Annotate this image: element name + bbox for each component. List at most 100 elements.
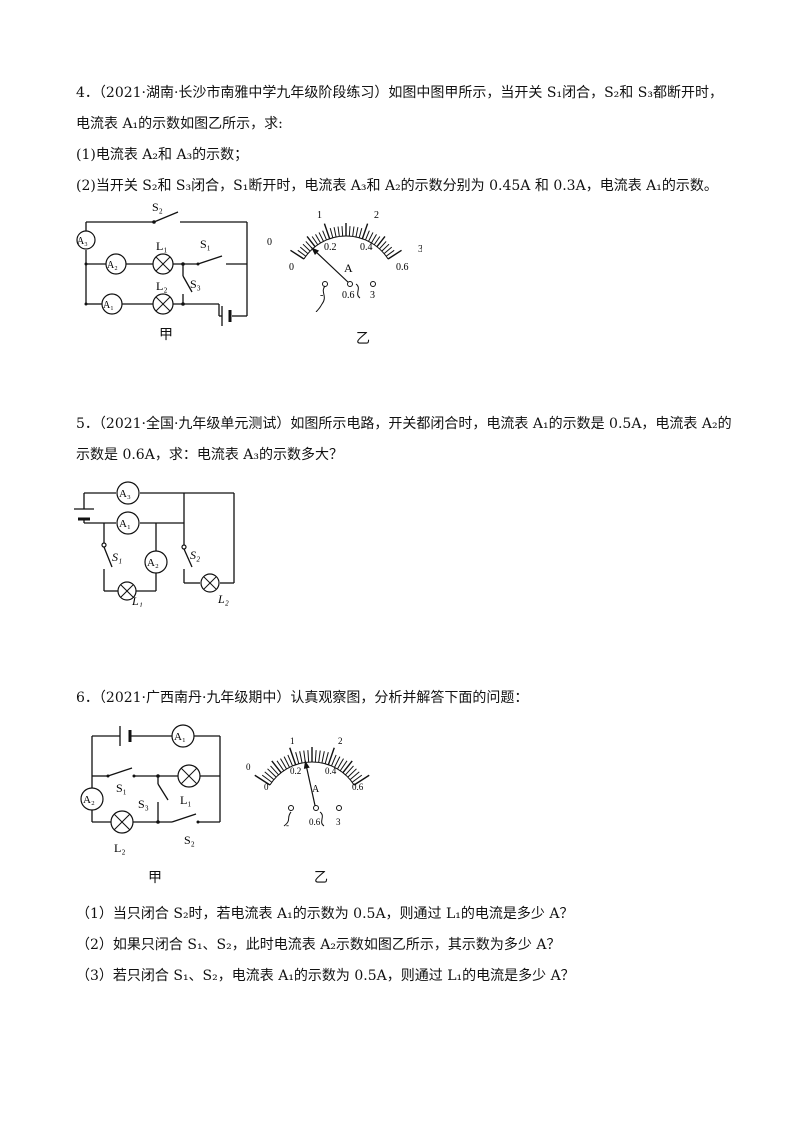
q6-upper-scale-2: 2 [338,736,343,746]
q4-line-4: (2)当开关 S₂和 S₃闭合，S₁断开时，电流表 A₃和 A₂的示数分别为 0… [76,178,718,194]
q5-lamp-l2-icon [200,573,220,593]
q4-terminal-label-3: 3 [370,290,375,301]
q6-dial-tick [349,771,360,781]
q6-terminal-neg [288,805,294,811]
q4-upper-scale-0: 0 [267,237,272,248]
q4-dial-tick [315,234,322,244]
q6-dial-tick [351,774,363,783]
q6-dial-arc [269,761,355,786]
q5-lamp-l1-icon [117,581,137,601]
q5-label-s2: S₂ [190,548,200,562]
q4-lower-scale-04: 0.4 [360,242,373,253]
q4-label-s2: S₂ [152,200,163,214]
q4-dial-tick [323,223,331,239]
q6-dial-tick [254,774,271,786]
q4-circuit-diagram: A₃ A₂ A₁ S₂ S₁ S₃ L₁ L₂ [76,200,248,326]
q4-dial-tick [348,226,351,237]
q4-upper-scale-3: 3 [418,244,422,255]
q4-dial-tick [311,236,319,246]
q6-line-1: 6．（2021·广西南丹·九年级期中）认真观察图，分析并解答下面的问题： [76,690,529,706]
q4-terminal-label-neg: - [320,290,323,301]
q6-dial-tick [270,765,279,776]
q4-unit-a: A [344,261,353,275]
q6-label-s1: S₁ [116,781,127,795]
q6-dial-tick [289,747,297,765]
q4-needle [310,246,351,285]
q4-dial-tick [341,226,344,237]
q4-dial-tick [368,232,374,242]
q5-label-l1: L₁ [131,594,143,607]
q4-dial-tick [302,243,311,252]
q4-dial-tick [352,226,355,237]
q4-line-3: (1)电流表 A₂和 A₃的示数； [76,147,249,163]
q6-lamp-l1-icon [177,764,201,788]
q6-dial-tick [336,758,344,770]
q4-dial-tick [383,246,393,255]
q4-dial-tick [333,227,337,238]
q6-dial-tick [334,756,341,768]
q6-unit-a: A [312,784,320,795]
q6-sub-1: （1）当只闭合 S₂时，若电流表 A₁的示数为 0.5A，则通过 L₁的电流是多… [76,906,574,922]
q6-terminal-3 [336,805,342,811]
q6-dial-tick [276,760,285,772]
q4-line-1: 4．（2021·湖南·长沙市南雅中学九年级阶段练习）如图中图甲所示，当开关 S₁… [76,85,723,101]
q4-label-l1: L₁ [156,239,168,253]
q6-terminal-label-neg: - [286,820,289,830]
q4-ammeter-dial: 0 1 2 3 0 0.2 0.4 0.6 A - 0.6 3 [267,210,422,312]
q5-label-a3: A₃ [119,488,131,500]
q4-dial-tick [387,249,402,260]
q4-label-s3: S₃ [190,277,201,291]
q4-dial-tick [376,236,386,248]
q6-terminal-label-06: 0.6 [309,817,321,827]
q4-dial-tick [355,227,359,238]
q4-lower-scale-06: 0.6 [396,262,409,273]
q6-lower-scale-02: 0.2 [290,766,301,776]
q6-sub-3: （3）若只闭合 S₁、S₂，电流表 A₁的示数为 0.5A，则通过 L₁的电流是… [76,968,575,984]
q4-lower-scale-02: 0.2 [324,242,337,253]
q5-label-a2: A₂ [147,557,159,569]
q6-caption-jia: 甲 [148,870,162,886]
q4-line-2: 电流表 A₁的示数如图乙所示，求: [76,116,283,132]
q6-lower-scale-0: 0 [264,782,269,792]
q4-upper-scale-2: 2 [374,210,379,221]
q4-dial-tick [318,232,324,242]
q4-dial-tick [290,249,305,260]
q6-lower-scale-04: 0.4 [325,766,337,776]
q4-label-a2: A₂ [107,260,118,271]
q6-sub-2: （2）如果只闭合 S₁、S₂，此时电流表 A₂示数如图乙所示，其示数为多少 A？ [76,937,561,953]
q4-dial-tick [358,227,363,238]
q4-lamp-l2-icon [152,293,174,315]
q6-label-l1: L₁ [180,793,192,807]
q4-dial-arc [303,235,389,260]
q5-circuit-diagram: A₃ A₁ A₂ S₁ S₂ L₁ L₂ [74,481,235,607]
q4-label-l2: L₂ [156,279,168,293]
q4-dial-tick [381,243,390,252]
q4-terminal-06 [347,281,353,287]
q4-dial-tick [379,241,387,250]
q5-label-l2: L₂ [217,592,229,606]
q6-lower-scale-06: 0.6 [352,782,364,792]
q6-label-a2: A₂ [83,794,95,806]
q4-terminal-neg [322,281,328,287]
q6-dial-tick [327,747,335,765]
q6-label-s2: S₂ [184,833,195,847]
q6-dial-tick [345,765,354,776]
q4-dial-tick [329,227,334,238]
q6-dial-tick [314,750,317,763]
q4-lower-scale-0: 0 [289,262,294,273]
q6-label-s3: S₃ [138,797,149,811]
q6-needle-head [303,760,310,769]
q6-upper-scale-1: 1 [290,736,295,746]
q6-dial-tick [347,768,357,778]
q5-line-2: 示数是 0.6A，求：电流表 A₃的示数多大？ [76,447,343,463]
q6-terminal-label-3: 3 [336,817,341,827]
q5-label-s1: S₁ [112,550,122,564]
q4-dial-tick [385,249,395,257]
q6-dial-tick [321,751,325,764]
q6-circuit-diagram: A₁ A₂ S₁ S₃ L₁ S₂ L₂ [80,724,221,855]
q6-dial-tick [318,750,321,763]
q4-caption-yi: 乙 [356,331,370,347]
q6-dial-tick [299,751,303,764]
q6-dial-tick [264,771,275,781]
q6-lamp-l2-icon [110,810,134,834]
